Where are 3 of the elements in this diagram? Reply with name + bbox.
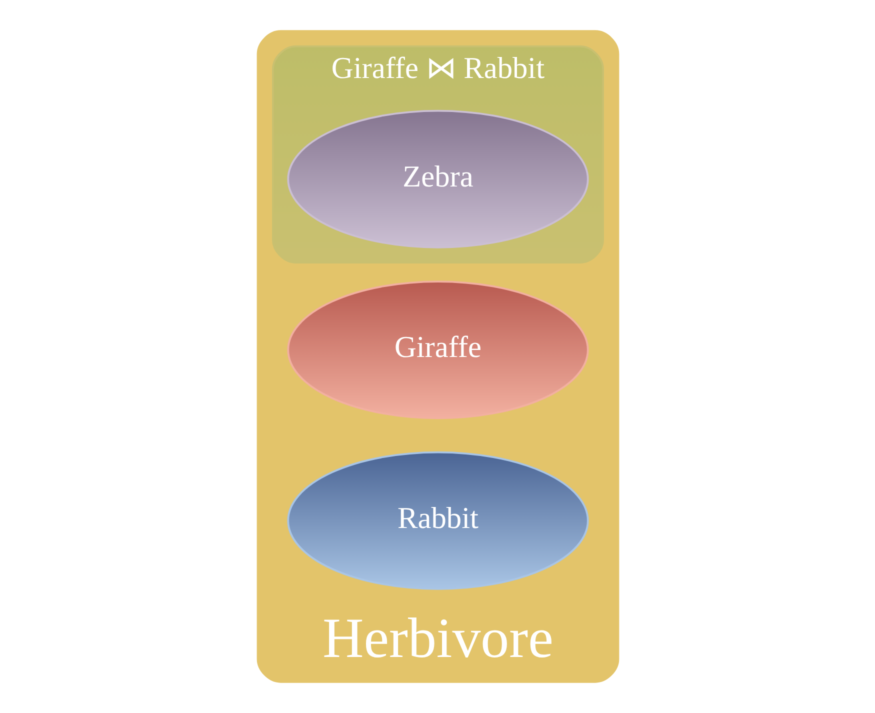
node-ellipse: Zebra bbox=[286, 110, 588, 248]
node-ellipse: Giraffe bbox=[286, 280, 588, 420]
node-ellipse: Rabbit bbox=[286, 451, 588, 590]
